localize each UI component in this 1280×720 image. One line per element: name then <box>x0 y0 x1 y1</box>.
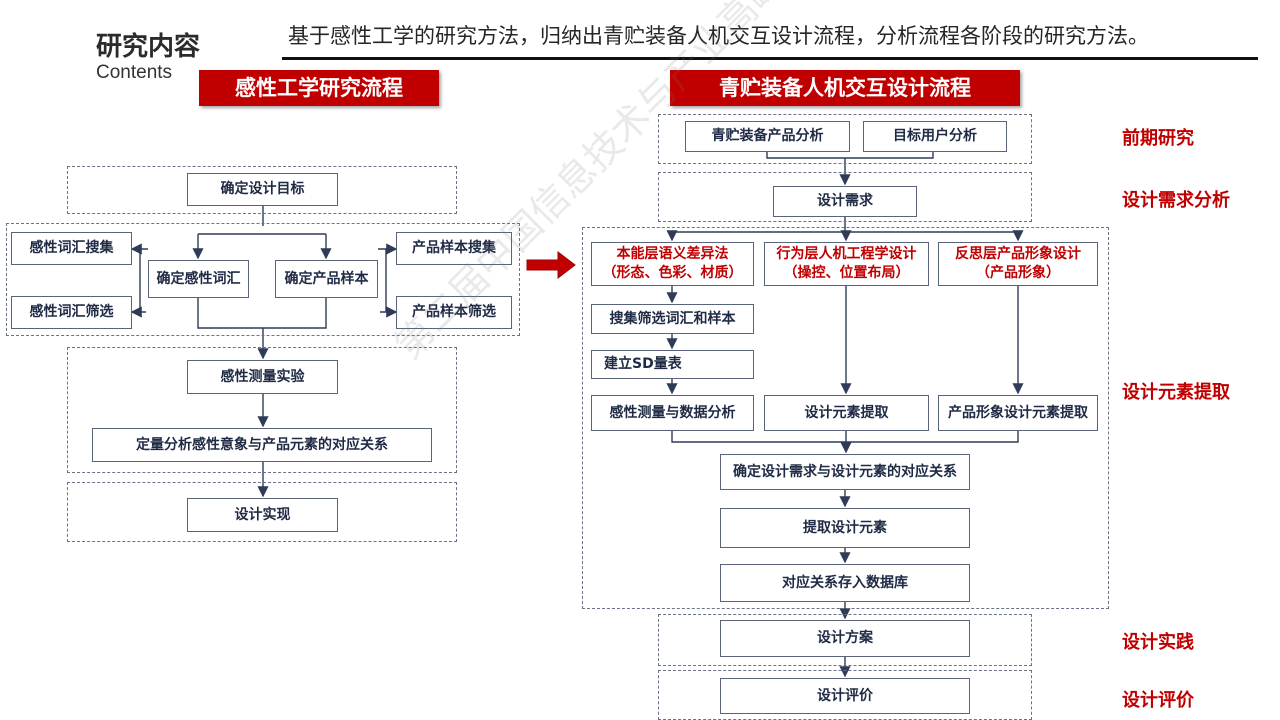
box-behavioral-level: 行为层人机工程学设计 （操控、位置布局） <box>764 242 929 286</box>
behavioral-subtitle: （操控、位置布局） <box>783 265 910 281</box>
box-vocab-filter: 感性词汇筛选 <box>11 296 132 329</box>
box-sd-scale: 建立SD量表 <box>591 350 754 379</box>
stage-label-early: 前期研究 <box>1122 128 1194 149</box>
box-user-analysis: 目标用户分析 <box>863 121 1007 152</box>
box-collect-filter: 搜集筛选词汇和样本 <box>591 304 754 334</box>
header-divider <box>282 57 1258 60</box>
stage-label-elements: 设计元素提取 <box>1122 382 1230 403</box>
right-banner: 青贮装备人机交互设计流程 <box>670 70 1020 106</box>
box-vocab-confirm: 确定感性词汇 <box>148 260 249 298</box>
box-sample-confirm: 确定产品样本 <box>275 260 378 298</box>
box-image-element-extract: 产品形象设计元素提取 <box>938 395 1098 431</box>
stage-label-evaluation: 设计评价 <box>1122 690 1194 711</box>
box-quant-analysis: 定量分析感性意象与产品元素的对应关系 <box>92 428 432 462</box>
stage-label-practice: 设计实践 <box>1122 632 1194 653</box>
headline-text: 基于感性工学的研究方法，归纳出青贮装备人机交互设计流程，分析流程各阶段的研究方法… <box>288 24 1149 48</box>
box-vocab-collect: 感性词汇搜集 <box>11 232 132 265</box>
reflective-subtitle: （产品形象） <box>976 265 1060 281</box>
box-implement: 设计实现 <box>187 498 338 532</box>
box-element-extract: 设计元素提取 <box>764 395 929 431</box>
stage-label-needs: 设计需求分析 <box>1122 190 1230 211</box>
box-visceral-level: 本能层语义差异法 （形态、色彩、材质） <box>591 242 754 286</box>
box-experiment: 感性测量实验 <box>187 360 338 394</box>
visceral-subtitle: （形态、色彩、材质） <box>602 265 743 281</box>
box-extract-elements: 提取设计元素 <box>720 508 970 548</box>
box-store-database: 对应关系存入数据库 <box>720 564 970 602</box>
left-group-experiment <box>67 347 457 473</box>
box-confirm-goal: 确定设计目标 <box>187 173 338 206</box>
box-design-evaluation: 设计评价 <box>720 678 970 714</box>
box-product-analysis: 青贮装备产品分析 <box>685 121 850 152</box>
box-measure-analysis: 感性测量与数据分析 <box>591 395 754 431</box>
behavioral-title: 行为层人机工程学设计 <box>776 246 917 263</box>
box-design-scheme: 设计方案 <box>720 620 970 657</box>
right-group-elements <box>582 227 1109 609</box>
left-banner: 感性工学研究流程 <box>199 70 439 106</box>
visceral-title: 本能层语义差异法 <box>616 246 729 263</box>
left-group-goal <box>67 166 457 214</box>
box-sample-collect: 产品样本搜集 <box>396 232 512 265</box>
reflective-title: 反思层产品形象设计 <box>955 246 1081 263</box>
right-group-early <box>658 114 1032 164</box>
right-group-practice <box>658 614 1032 666</box>
box-reflective-level: 反思层产品形象设计 （产品形象） <box>938 242 1098 286</box>
left-group-implement <box>67 482 457 542</box>
box-sample-filter: 产品样本筛选 <box>396 296 512 329</box>
right-group-needs <box>658 172 1032 222</box>
box-design-requirement: 设计需求 <box>773 186 917 217</box>
left-group-vocab-sample <box>6 223 520 336</box>
box-relation: 确定设计需求与设计元素的对应关系 <box>720 454 970 490</box>
page-title: 研究内容 <box>96 32 201 62</box>
page-subtitle: Contents <box>96 62 173 83</box>
